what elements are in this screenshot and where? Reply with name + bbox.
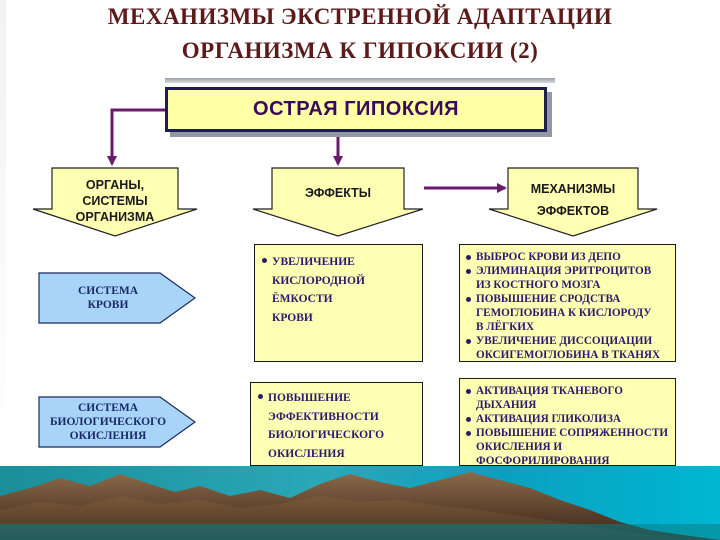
mechanism-item: ПОВЫШЕНИЕ СОПРЯЖЕННОСТИ ОКИСЛЕНИЯ И ФОСФ… <box>466 426 670 468</box>
mechanism-item-line: ВЫБРОС КРОВИ ИЗ ДЕПО <box>476 251 621 263</box>
bullet-icon <box>258 394 263 399</box>
organs-header-arrow: ОРГАНЫ, СИСТЕМЫ ОРГАНИЗМА <box>32 167 198 237</box>
effect-item-line: КРОВИ <box>272 311 313 324</box>
system-blood-label: СИСТЕМА КРОВИ <box>78 284 156 312</box>
effect-item-line: ЁМКОСТИ <box>272 293 333 305</box>
mechanism-list-oxidation: АКТИВАЦИЯ ТКАНЕВОГО ДЫХАНИЯ АКТИВАЦИЯ ГЛ… <box>466 384 670 468</box>
system-blood-arrow: СИСТЕМА КРОВИ <box>38 272 196 324</box>
effect-item-line: КИСЛОРОДНОЙ <box>272 274 365 287</box>
bullet-icon <box>466 339 471 344</box>
organs-arrow-shape <box>32 167 198 237</box>
page-title-line-2: ОРГАНИЗМА К ГИПОКСИИ (2) <box>181 38 539 63</box>
system-oxidation-label: СИСТЕМА БИОЛОГИЧЕСКОГО ОКИСЛЕНИЯ <box>50 401 184 443</box>
mechanism-item-line: УВЕЛИЧЕНИЕ ДИССОЦИАЦИИ <box>476 335 653 347</box>
acute-hypoxia-box: ОСТРАЯ ГИПОКСИЯ <box>165 87 547 132</box>
mechanisms-header-label: МЕХАНИЗМЫ ЭФФЕКТОВ <box>531 167 616 222</box>
mechanism-box-oxidation: АКТИВАЦИЯ ТКАНЕВОГО ДЫХАНИЯ АКТИВАЦИЯ ГЛ… <box>459 378 676 468</box>
organs-header-label: ОРГАНЫ, СИСТЕМЫ ОРГАНИЗМА <box>76 167 155 225</box>
mechanism-item-line: ПОВЫШЕНИЕ СОПРЯЖЕННОСТИ <box>476 427 669 439</box>
mechanism-item: ПОВЫШЕНИЕ СРОДСТВА ГЕМОГЛОБИНА К КИСЛОРО… <box>466 292 670 334</box>
mechanism-item-line: В ЛЁГКИХ <box>476 321 535 333</box>
effect-item-line: УВЕЛИЧЕНИЕ <box>272 256 355 268</box>
bullet-icon <box>262 258 267 263</box>
effect-item: ПОВЫШЕНИЕ ЭФФЕКТИВНОСТИ БИОЛОГИЧЕСКОГО О… <box>258 389 416 463</box>
organs-header-line: СИСТЕМЫ <box>82 194 148 208</box>
system-oxidation-line: ОКИСЛЕНИЯ <box>69 430 147 442</box>
organs-header-line: ОРГАНИЗМА <box>75 210 155 224</box>
system-blood-line: СИСТЕМА <box>77 285 139 297</box>
mechanism-item-line: АКТИВАЦИЯ ТКАНЕВОГО <box>476 385 623 397</box>
bullet-icon <box>466 431 471 436</box>
effect-box-blood: УВЕЛИЧЕНИЕ КИСЛОРОДНОЙ ЁМКОСТИ КРОВИ <box>254 244 423 362</box>
mechanism-list-blood: ВЫБРОС КРОВИ ИЗ ДЕПО ЭЛИМИНАЦИЯ ЭРИТРОЦИ… <box>466 250 670 362</box>
effect-list-oxidation: ПОВЫШЕНИЕ ЭФФЕКТИВНОСТИ БИОЛОГИЧЕСКОГО О… <box>258 389 416 463</box>
left-edge-shade <box>0 0 6 466</box>
bullet-icon <box>466 255 471 260</box>
effect-item-line: ЭФФЕКТИВНОСТИ <box>268 410 379 423</box>
effect-item-line: ПОВЫШЕНИЕ <box>268 392 351 404</box>
mechanism-item-line: ЭЛИМИНАЦИЯ ЭРИТРОЦИТОВ <box>476 265 652 277</box>
effect-item-line: ОКИСЛЕНИЯ <box>268 447 345 460</box>
bullet-icon <box>466 389 471 394</box>
mechanism-item-line: ИЗ КОСТНОГО МОЗГА <box>476 279 601 291</box>
mechanism-item-line: ОКИСЛЕНИЯ И <box>476 441 563 453</box>
mechanism-item-line: ОКСИГЕМОГЛОБИНА В ТКАНЯХ <box>476 349 661 361</box>
system-oxidation-arrow-shape <box>38 396 196 448</box>
page-title-line-1: МЕХАНИЗМЫ ЭКСТРЕННОЙ АДАПТАЦИИ <box>107 4 613 29</box>
mechanism-item-line: ДЫХАНИЯ <box>476 399 537 411</box>
mechanism-box-blood: ВЫБРОС КРОВИ ИЗ ДЕПО ЭЛИМИНАЦИЯ ЭРИТРОЦИ… <box>459 244 676 362</box>
mechanism-item-line: АКТИВАЦИЯ ГЛИКОЛИЗА <box>476 413 621 425</box>
effect-box-oxidation: ПОВЫШЕНИЕ ЭФФЕКТИВНОСТИ БИОЛОГИЧЕСКОГО О… <box>250 382 423 466</box>
mechanism-item: АКТИВАЦИЯ ТКАНЕВОГО ДЫХАНИЯ <box>466 384 670 412</box>
mechanism-item: ЭЛИМИНАЦИЯ ЭРИТРОЦИТОВ ИЗ КОСТНОГО МОЗГА <box>466 264 670 292</box>
title-divider <box>165 78 555 83</box>
mechanisms-header-line: ЭФФЕКТОВ <box>536 204 610 218</box>
organs-header-line: ОРГАНЫ, <box>85 178 145 192</box>
connector-main-to-organs <box>107 108 165 166</box>
mountain-landscape-image <box>0 472 720 540</box>
mechanisms-header-arrow: МЕХАНИЗМЫ ЭФФЕКТОВ <box>488 167 658 237</box>
effect-list-blood: УВЕЛИЧЕНИЕ КИСЛОРОДНОЙ ЁМКОСТИ КРОВИ <box>262 253 416 327</box>
system-blood-arrow-shape <box>38 272 196 324</box>
effect-item-line: БИОЛОГИЧЕСКОГО <box>268 429 385 441</box>
effect-item: УВЕЛИЧЕНИЕ КИСЛОРОДНОЙ ЁМКОСТИ КРОВИ <box>262 253 416 327</box>
effects-header-arrow: ЭФФЕКТЫ <box>252 167 424 237</box>
mechanisms-arrow-shape <box>488 167 658 237</box>
system-oxidation-arrow: СИСТЕМА БИОЛОГИЧЕСКОГО ОКИСЛЕНИЯ <box>38 396 196 448</box>
mechanism-item-line: ФОСФОРИЛИРОВАНИЯ <box>476 455 610 467</box>
effects-header-label: ЭФФЕКТЫ <box>305 167 371 201</box>
bullet-icon <box>466 417 471 422</box>
mechanisms-header-line: МЕХАНИЗМЫ <box>530 182 616 196</box>
bullet-icon <box>466 269 471 274</box>
mechanism-item-line: ГЕМОГЛОБИНА К КИСЛОРОДУ <box>476 307 652 319</box>
mechanism-item: ВЫБРОС КРОВИ ИЗ ДЕПО <box>466 250 670 264</box>
mechanism-item: АКТИВАЦИЯ ГЛИКОЛИЗА <box>466 412 670 426</box>
system-blood-line: КРОВИ <box>87 299 129 311</box>
mechanism-item: УВЕЛИЧЕНИЕ ДИССОЦИАЦИИ ОКСИГЕМОГЛОБИНА В… <box>466 334 670 362</box>
effects-header-line: ЭФФЕКТЫ <box>304 186 372 200</box>
mechanism-item-line: ПОВЫШЕНИЕ СРОДСТВА <box>476 293 621 305</box>
bullet-icon <box>466 297 471 302</box>
system-oxidation-line: БИОЛОГИЧЕСКОГО <box>49 416 167 428</box>
system-oxidation-line: СИСТЕМА <box>77 402 139 414</box>
effects-arrow-shape <box>252 167 424 237</box>
